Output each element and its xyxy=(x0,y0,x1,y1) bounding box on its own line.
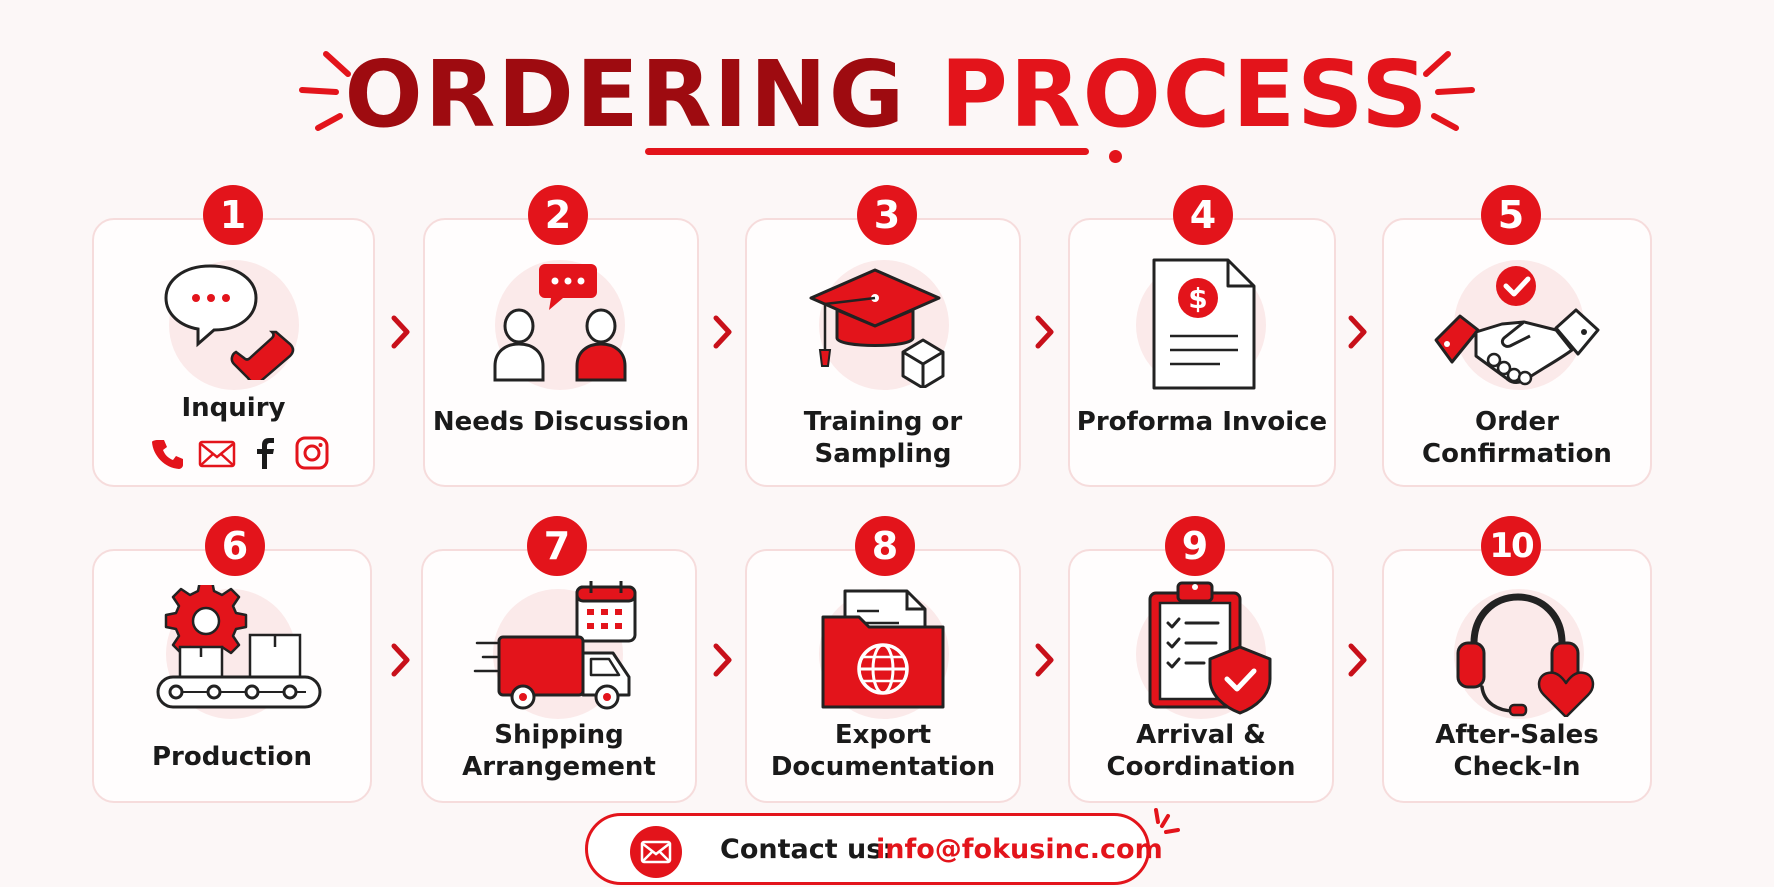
phone-icon[interactable] xyxy=(150,436,184,470)
step-label-7: Shipping Arrangement xyxy=(462,720,656,782)
step-card-10: After-Sales Check-In xyxy=(1382,549,1652,803)
gear-conveyor-icon xyxy=(156,585,322,709)
step-label-8: Export Documentation xyxy=(770,720,996,782)
step-number-10: 10 xyxy=(1481,516,1541,576)
arrow-icon xyxy=(1035,315,1054,349)
step-card-5: Order Confirmation xyxy=(1382,218,1652,487)
step-number-2: 2 xyxy=(528,185,588,245)
arrow-icon xyxy=(713,315,732,349)
step-label-1: Inquiry xyxy=(181,393,286,423)
step-number-3: 3 xyxy=(857,185,917,245)
step-card-9: Arrival & Coordination xyxy=(1068,549,1334,803)
instagram-icon[interactable] xyxy=(294,436,330,470)
handshake-check-icon xyxy=(1434,266,1600,386)
step-label-2: Needs Discussion xyxy=(432,407,690,437)
arrow-icon xyxy=(1035,643,1054,677)
step-label-6: Production xyxy=(152,742,312,772)
title-part2: PROCESS xyxy=(940,41,1430,148)
step-label-10: After-Sales Check-In xyxy=(1435,720,1599,782)
step-label-9: Arrival & Coordination xyxy=(1106,720,1296,782)
title-underline xyxy=(645,148,1089,155)
svg-text:$: $ xyxy=(1188,282,1207,315)
invoice-dollar-icon: $ xyxy=(1152,258,1256,390)
step-number-1: 1 xyxy=(203,185,263,245)
step-card-1: Inquiry xyxy=(92,218,375,487)
contact-burst xyxy=(1154,808,1180,834)
globe-folder-icon xyxy=(821,589,945,709)
step-card-2: Needs Discussion xyxy=(423,218,699,487)
chat-phone-icon xyxy=(164,264,295,380)
step-label-4: Proforma Invoice xyxy=(1076,407,1328,437)
arrow-icon xyxy=(1348,315,1367,349)
mail-icon[interactable] xyxy=(198,436,236,470)
title-underline-dot xyxy=(1109,150,1122,163)
step-label-5: Order Confirmation xyxy=(1422,407,1612,469)
contact-mail-button[interactable] xyxy=(630,826,682,878)
step-number-7: 7 xyxy=(527,516,587,576)
page-title: ORDERING PROCESS xyxy=(0,40,1774,150)
contact-pill: Contact us: info@fokusinc.com xyxy=(585,813,1163,885)
step-number-5: 5 xyxy=(1481,185,1541,245)
facebook-icon[interactable] xyxy=(250,436,280,470)
step-card-3: Training or Sampling xyxy=(745,218,1021,487)
clipboard-shield-icon xyxy=(1148,581,1272,715)
arrow-icon xyxy=(391,315,410,349)
title-burst-right xyxy=(1423,51,1475,131)
step-label-3: Training or Sampling xyxy=(803,407,963,469)
arrow-icon xyxy=(1348,643,1367,677)
title-burst-left xyxy=(299,51,351,131)
arrow-icon xyxy=(391,643,410,677)
step-number-4: 4 xyxy=(1173,185,1233,245)
step-card-8: Export Documentation xyxy=(745,549,1021,803)
contact-email-link[interactable]: info@fokusinc.com xyxy=(876,834,1163,865)
step-card-7: Shipping Arrangement xyxy=(421,549,697,803)
step-card-4: $ Proforma Invoice xyxy=(1068,218,1336,487)
contact-label: Contact us: xyxy=(720,834,894,865)
step-number-6: 6 xyxy=(205,516,265,576)
step-number-9: 9 xyxy=(1165,516,1225,576)
step-number-8: 8 xyxy=(855,516,915,576)
arrow-icon xyxy=(713,643,732,677)
title-part1: ORDERING xyxy=(344,41,907,148)
headset-heart-icon xyxy=(1456,593,1595,717)
people-chat-icon xyxy=(493,264,627,382)
step-card-6: Production xyxy=(92,549,372,803)
social-links xyxy=(150,436,330,470)
mail-icon xyxy=(640,840,672,864)
graduation-cap-box-icon xyxy=(809,268,945,388)
delivery-truck-calendar-icon xyxy=(473,581,637,710)
